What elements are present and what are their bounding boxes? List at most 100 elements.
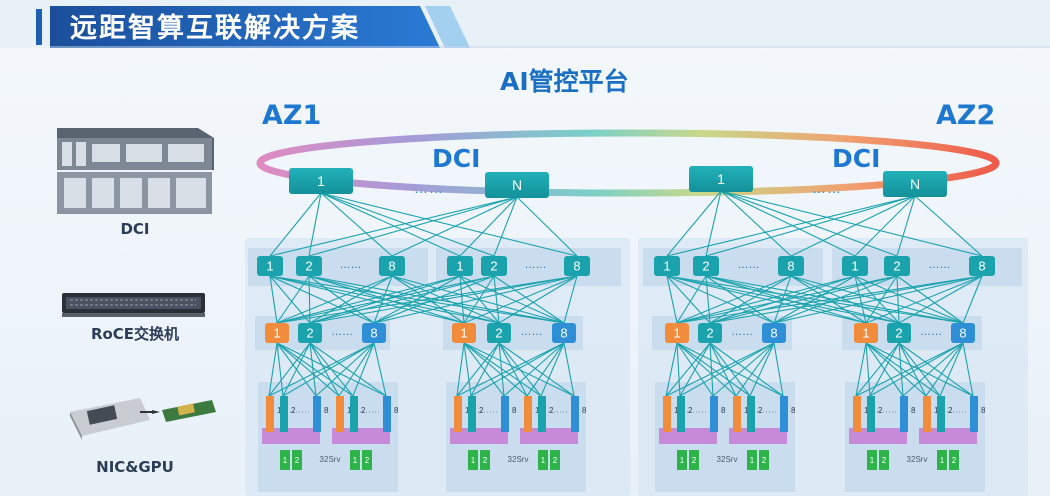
nic-bar (571, 396, 579, 432)
gpu-label: 1 (940, 456, 945, 465)
spine-switch-2-label: 2 (702, 259, 709, 274)
link-line (854, 275, 964, 324)
leaf-switch-2-label: 2 (895, 326, 902, 341)
link-line (855, 342, 867, 397)
link-line (735, 342, 775, 397)
link-line (709, 342, 737, 397)
nic-bar (266, 396, 274, 432)
link-line (516, 196, 578, 257)
ellipsis-label: …… (920, 326, 942, 338)
spine-switch-8: 8 (379, 256, 405, 276)
link-line (276, 342, 354, 397)
link-line (709, 342, 784, 397)
spine-switch-1-label: 1 (266, 259, 273, 274)
spine-switch-1: 1 (257, 256, 283, 276)
link-line (276, 275, 310, 324)
server-group-label: 32Srv (320, 455, 341, 464)
dci-node-4-box (883, 171, 947, 197)
gpu-label: 2 (952, 456, 957, 465)
spine-switch-1-label: 1 (663, 259, 670, 274)
nic-label: 2 (291, 406, 296, 415)
link-line (276, 275, 461, 324)
server-board (729, 428, 787, 444)
link-line (498, 275, 578, 324)
leaf-switch-1: 1 (265, 323, 289, 343)
link-line (676, 275, 898, 324)
gpu-card (689, 450, 699, 470)
nic-bar (313, 396, 321, 432)
link-line (896, 275, 900, 324)
nic-label: 8 (394, 406, 399, 415)
link-line (705, 190, 722, 257)
nic-bar (663, 396, 671, 432)
gpu-card (538, 450, 548, 470)
nic-label: 1 (535, 406, 540, 415)
link-line (865, 342, 941, 397)
ellipsis-label: …… (331, 326, 353, 338)
spine-switch-2: 2 (884, 256, 910, 276)
dci-dots-left: …… (414, 180, 444, 196)
leaf-switch-8-label: 8 (770, 326, 777, 341)
link-line (493, 275, 565, 324)
link-line (309, 275, 495, 324)
spine-switch-8-label: 8 (978, 259, 985, 274)
dci-label-right: DCI (832, 144, 881, 173)
server-board (520, 428, 578, 444)
link-line (676, 275, 792, 324)
ellipsis-label: …… (929, 259, 951, 271)
leaf-switch-8-box (762, 323, 786, 343)
dci-node-1: 1 (289, 168, 353, 194)
dci-node-3-box (689, 166, 753, 192)
gpu-card (937, 450, 947, 470)
link-line (709, 275, 983, 324)
leaf-switch-2-box (887, 323, 911, 343)
nic-label: 8 (721, 406, 726, 415)
link-line (665, 342, 775, 397)
link-line (773, 275, 983, 324)
link-lines (268, 190, 983, 397)
leaf-switch-2: 2 (487, 323, 511, 343)
gpu-label: 2 (882, 456, 887, 465)
link-line (773, 342, 784, 397)
spine-switch-2-box (884, 256, 910, 276)
link-line (463, 342, 472, 397)
link-line (373, 275, 461, 324)
link-line (268, 342, 311, 397)
link-line (269, 192, 322, 257)
spine-switch-8-box (379, 256, 405, 276)
leaf-switch-2-box (298, 323, 322, 343)
ellipsis-label: …… (340, 259, 362, 271)
link-line (269, 196, 518, 257)
link-line (276, 342, 340, 397)
spine-switch-2-label: 2 (893, 259, 900, 274)
link-line (720, 190, 856, 257)
link-line (373, 342, 387, 397)
dci-node-1-label: 1 (317, 173, 325, 189)
nic-bar (454, 396, 462, 432)
link-line (320, 192, 578, 257)
nic-bar (867, 396, 875, 432)
nic-label: 8 (324, 406, 329, 415)
nic-bar (336, 396, 344, 432)
gpu-label: 1 (870, 456, 875, 465)
leaf-switch-1: 1 (452, 323, 476, 343)
server-board (262, 428, 320, 444)
nic-bar (677, 396, 685, 432)
gpu-label: 1 (283, 456, 288, 465)
leaf-switch-8-label: 8 (560, 326, 567, 341)
nic-bar (468, 396, 476, 432)
gpu-label: 1 (471, 456, 476, 465)
gpu-label: 1 (680, 456, 685, 465)
gpu-card (550, 450, 560, 470)
spine-switch-1: 1 (842, 256, 868, 276)
dci-ring (256, 129, 1000, 197)
link-line (563, 275, 578, 324)
link-line (463, 342, 542, 397)
leaf-switch-1-box (452, 323, 476, 343)
nic-label: 8 (981, 406, 986, 415)
nic-bar (780, 396, 788, 432)
nic-bar (733, 396, 741, 432)
nic-label: 8 (512, 406, 517, 415)
nic-label: 1 (465, 406, 470, 415)
